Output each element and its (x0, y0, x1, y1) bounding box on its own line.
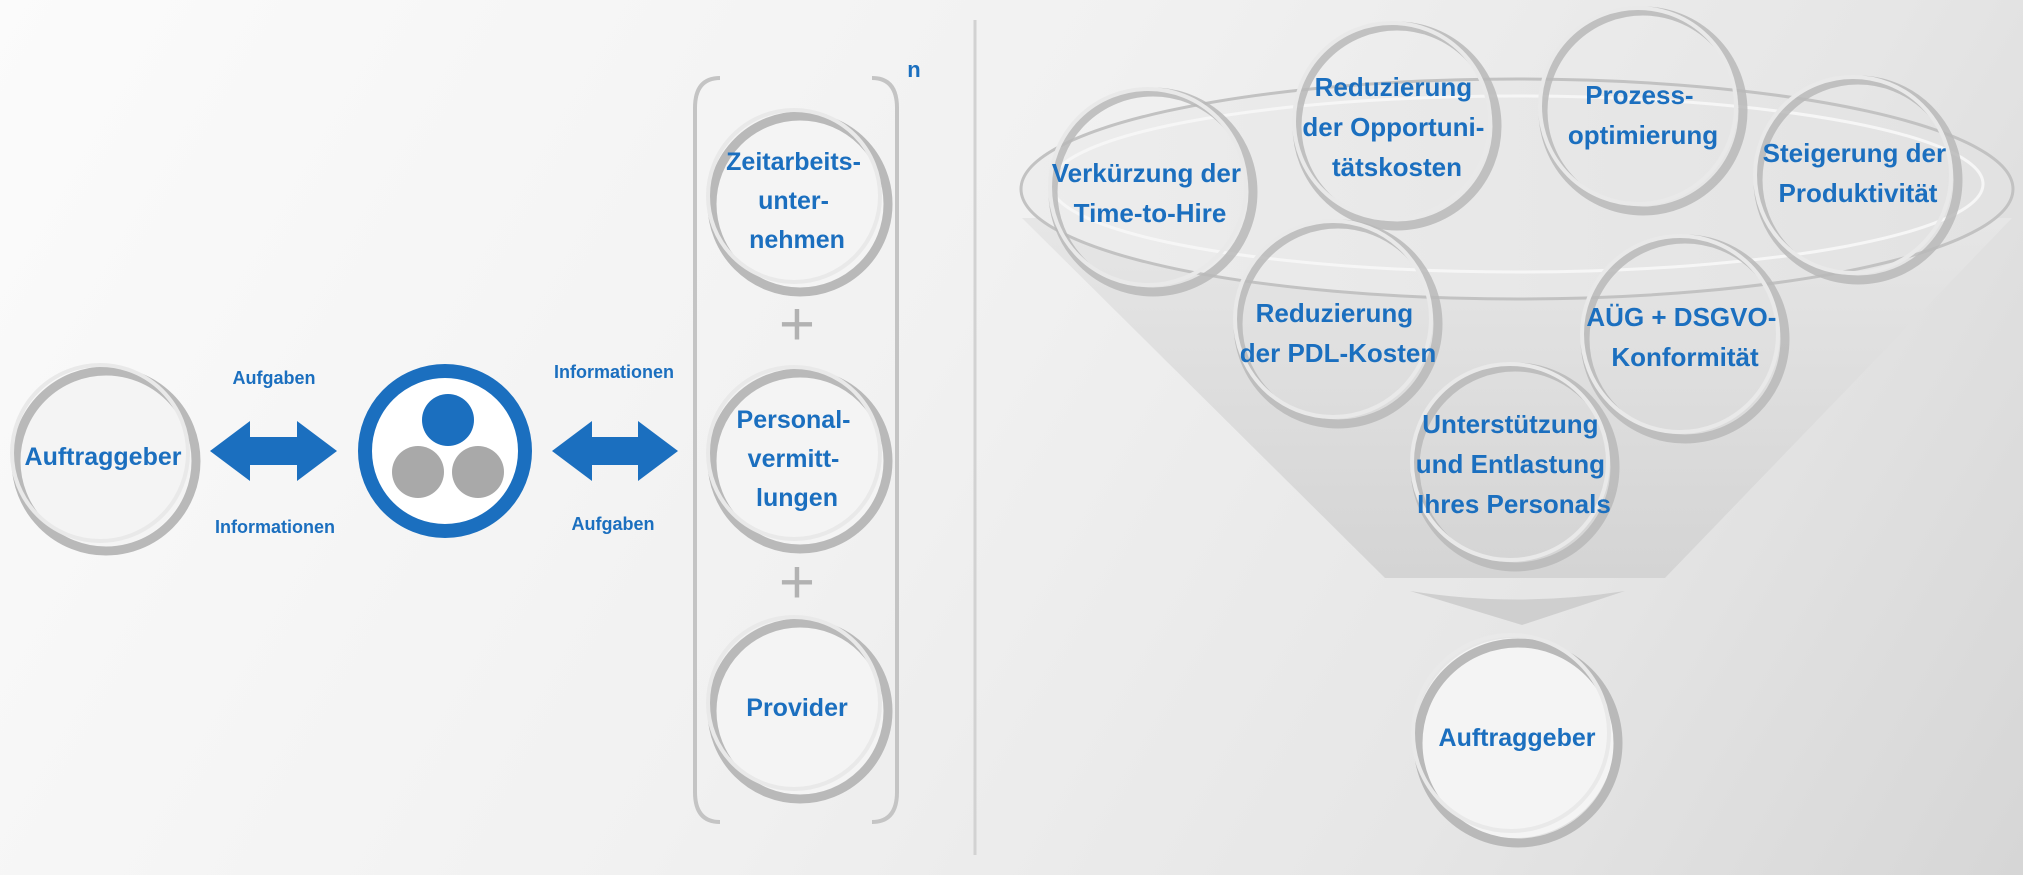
arrow-right-top-label: Informationen (554, 362, 674, 382)
result-client-label: Auftraggeber (1439, 724, 1596, 752)
benefit-circle-prozessoptimierung: Prozess- optimierung (1538, 6, 1748, 216)
arrow-right-bottom-label: Aufgaben (572, 514, 655, 534)
benefit-circle-time-to-hire: Verkürzung der Time-to-Hire (1048, 87, 1258, 297)
provider-circle-personalvermittlung: Personal- vermitt- lungen (706, 365, 893, 554)
double-arrow-icon (210, 421, 337, 481)
provider-bracket: n (693, 57, 921, 824)
benefit-circle-pdl-kosten: Reduzierung der PDL-Kosten (1233, 219, 1443, 429)
three-dots-logo-icon (358, 364, 532, 538)
provider-label: Provider (746, 694, 848, 722)
double-arrow-icon (552, 421, 678, 481)
plus-sign: + (779, 548, 815, 617)
provider-label: Personal- vermitt- lungen (737, 406, 858, 512)
plus-sign: + (779, 290, 815, 359)
exchange-arrow-right: Informationen Aufgaben (552, 362, 678, 534)
client-label: Auftraggeber (25, 443, 182, 471)
benefit-label: Steigerung der Produktivität (1763, 138, 1954, 208)
benefit-label: Verkürzung der Time-to-Hire (1052, 158, 1249, 228)
provider-circle-zeitarbeit: Zeitarbeits- unter- nehmen (706, 108, 893, 297)
benefit-label: Reduzierung der PDL-Kosten (1240, 298, 1436, 368)
benefit-label: AÜG + DSGVO- Konformität (1586, 302, 1783, 372)
arrow-left-bottom-label: Informationen (215, 517, 335, 537)
benefit-circle-opportunitaetskosten: Reduzierung der Opportuni- tätskosten (1292, 21, 1502, 231)
benefit-circle-produktivitaet: Steigerung der Produktivität (1753, 75, 1963, 285)
benefit-circle-aueg-dsgvo: AÜG + DSGVO- Konformität (1580, 234, 1790, 444)
benefit-circle-entlastung-personal: Unterstützung und Entlastung Ihres Perso… (1410, 362, 1620, 572)
bracket-multiplier-label: n (907, 57, 920, 82)
provider-label: Zeitarbeits- unter- nehmen (726, 148, 868, 254)
client-circle: Auftraggeber (10, 363, 201, 556)
result-client-circle: Auftraggeber (1411, 633, 1623, 848)
benefit-label: Prozess- optimierung (1568, 80, 1718, 150)
arrow-left-top-label: Aufgaben (233, 368, 316, 388)
exchange-arrow-left: Aufgaben Informationen (210, 368, 337, 537)
benefit-label: Unterstützung und Entlastung Ihres Perso… (1416, 409, 1612, 519)
provider-circle-provider: Provider (706, 615, 893, 804)
benefit-label: Reduzierung der Opportuni- tätskosten (1302, 72, 1491, 182)
